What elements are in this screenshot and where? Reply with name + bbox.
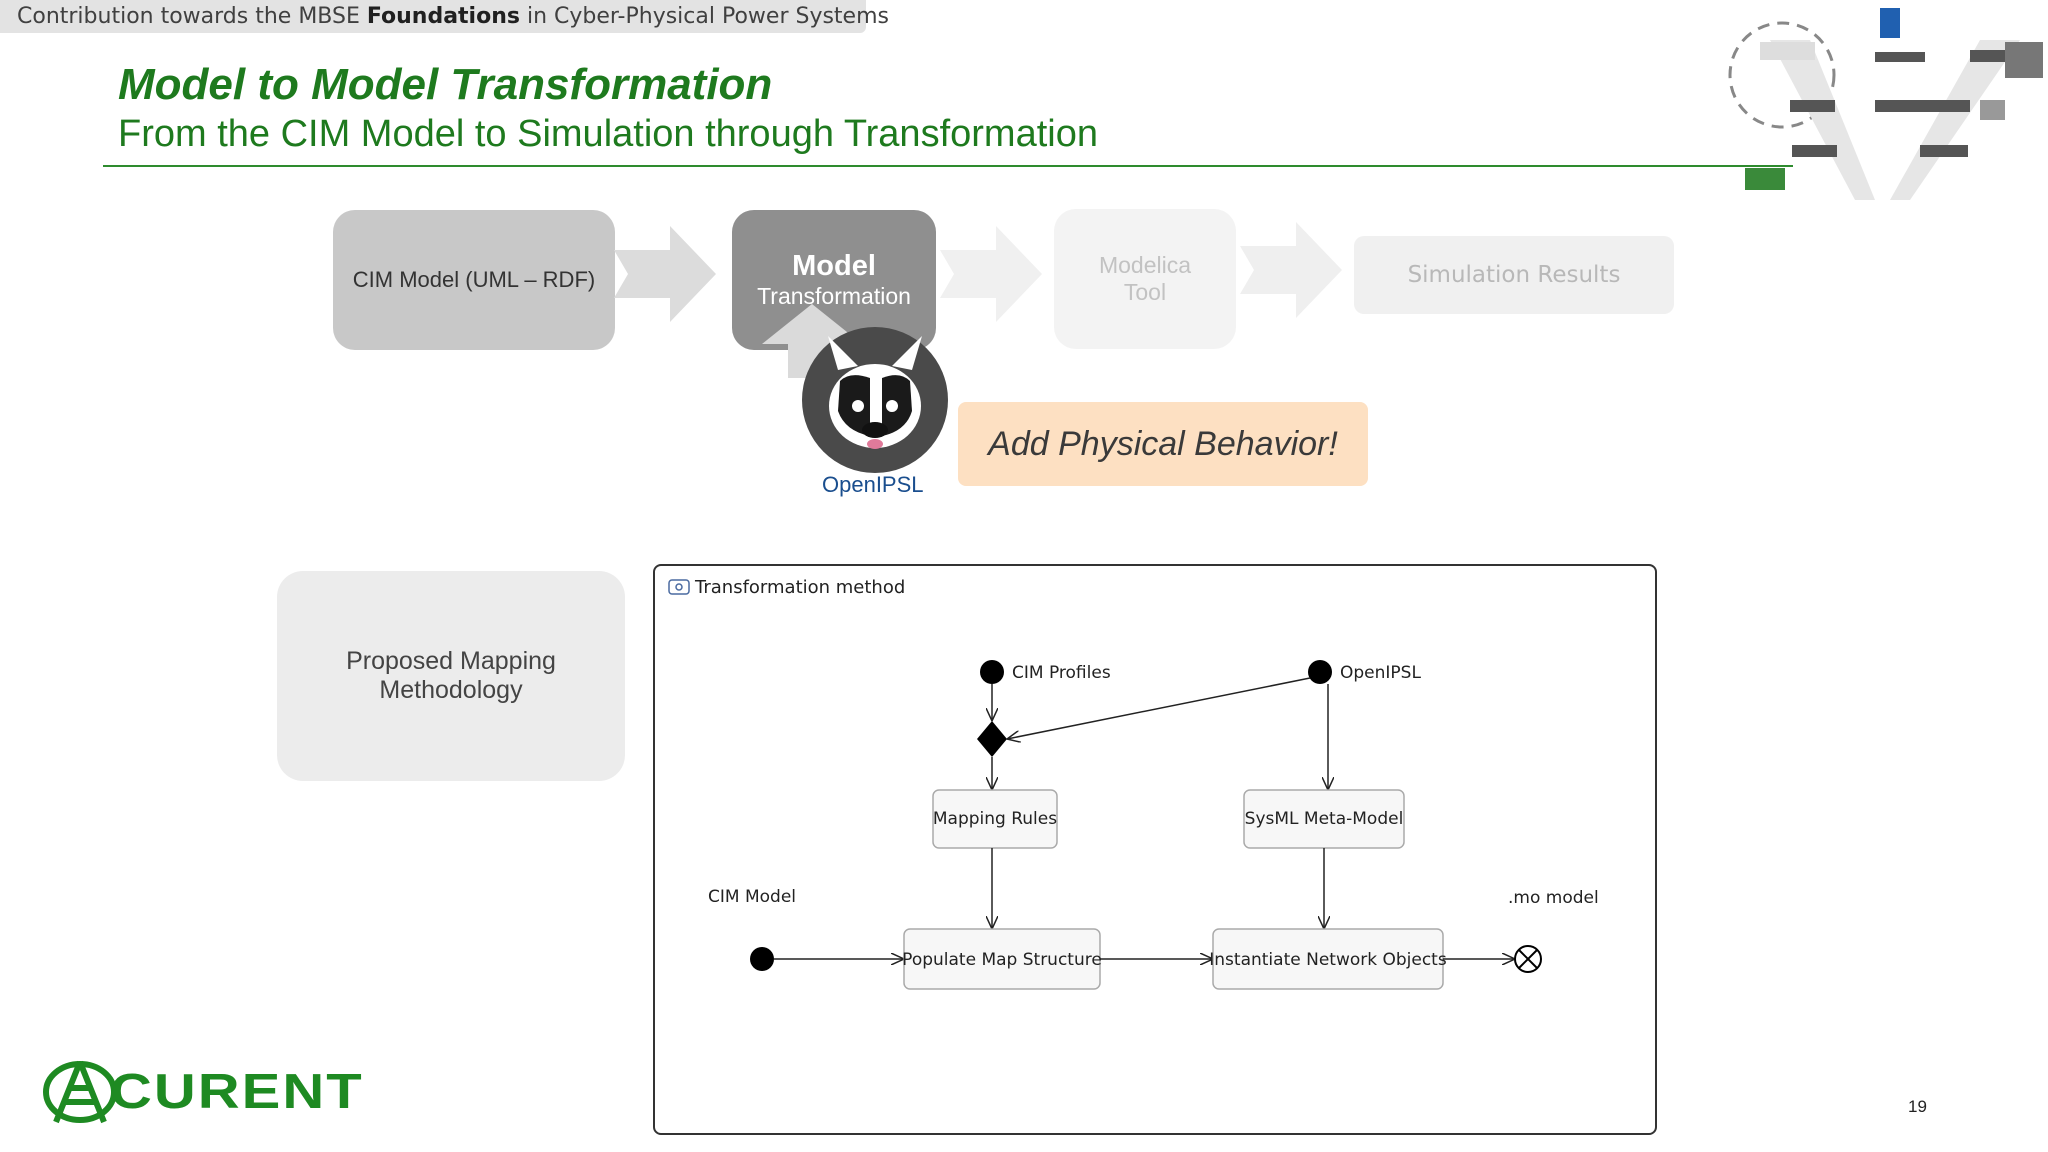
activity-icon <box>668 579 690 595</box>
mapping-rules-action <box>932 789 1058 849</box>
curent-logo-icon <box>43 1060 117 1124</box>
slide-subtitle: From the CIM Model to Simulation through… <box>118 113 1098 155</box>
cim-model-node <box>750 947 774 971</box>
model-transformation-box: Model Transformation <box>732 210 936 350</box>
populate-map-structure-label: Populate Map Structure <box>902 950 1102 970</box>
model-transformation-title: Model <box>792 250 876 282</box>
cim-model-label: CIM Model (UML – RDF) <box>352 267 596 292</box>
mo-model-label: .mo model <box>1508 888 1599 908</box>
merge-diamond <box>977 721 1007 757</box>
mapping-box-line1: Proposed Mapping <box>346 647 556 675</box>
physical-behavior-callout: Add Physical Behavior! <box>958 402 1368 486</box>
diagram-canvas: Transformation method CIM Profiles OpenI… <box>668 577 1599 990</box>
modelica-tool-line2: Tool <box>1123 279 1167 305</box>
simulation-results-label: Simulation Results <box>1407 262 1621 288</box>
cim-model-box: CIM Model (UML – RDF) <box>333 210 615 350</box>
modelica-tool-box: Modelica Tool <box>1054 209 1236 349</box>
sysml-meta-model-label: SysML Meta-Model <box>1245 809 1404 829</box>
arrow-3 <box>1240 222 1342 318</box>
diagram-title: Transformation method <box>694 577 905 598</box>
banner-prefix: Contribution towards the MBSE <box>17 4 367 29</box>
header-banner: Contribution towards the MBSE Foundation… <box>0 0 889 33</box>
banner-bold: Foundations <box>366 4 520 29</box>
openipsl-label: OpenIPSL <box>822 472 924 497</box>
modelica-tool-line1: Modelica <box>1098 252 1192 278</box>
openipsl-node <box>1308 660 1332 684</box>
proposed-mapping-box: Proposed Mapping Methodology <box>277 571 625 781</box>
page-number: 19 <box>1908 1097 1927 1116</box>
model-transformation-subtitle: Transformation <box>757 283 911 309</box>
v-model-thumbnail <box>1728 8 2043 200</box>
mo-model-final-node <box>1514 945 1542 973</box>
title-divider <box>103 165 1793 167</box>
slide-title: Model to Model Transformation <box>118 60 773 109</box>
simulation-results-box: Simulation Results <box>1354 236 1674 314</box>
mapping-rules-label: Mapping Rules <box>933 809 1057 829</box>
cim-profiles-node <box>980 660 1004 684</box>
cim-profiles-label: CIM Profiles <box>1012 663 1111 683</box>
transformation-diagram: Transformation method CIM Profiles OpenI… <box>653 564 1657 1135</box>
curent-logo-text: CURENT <box>110 1063 364 1120</box>
mapping-box-line2: Methodology <box>379 676 523 704</box>
arrow-1 <box>614 226 716 322</box>
openipsl-node-label: OpenIPSL <box>1340 663 1421 683</box>
cim-model-node-label: CIM Model <box>708 887 796 907</box>
banner-suffix: in Cyber-Physical Power Systems <box>519 4 889 29</box>
openipsl-logo-icon <box>802 327 948 473</box>
up-arrow <box>762 304 862 378</box>
instantiate-network-objects-label: Instantiate Network Objects <box>1209 950 1447 970</box>
arrow-2 <box>940 226 1042 322</box>
